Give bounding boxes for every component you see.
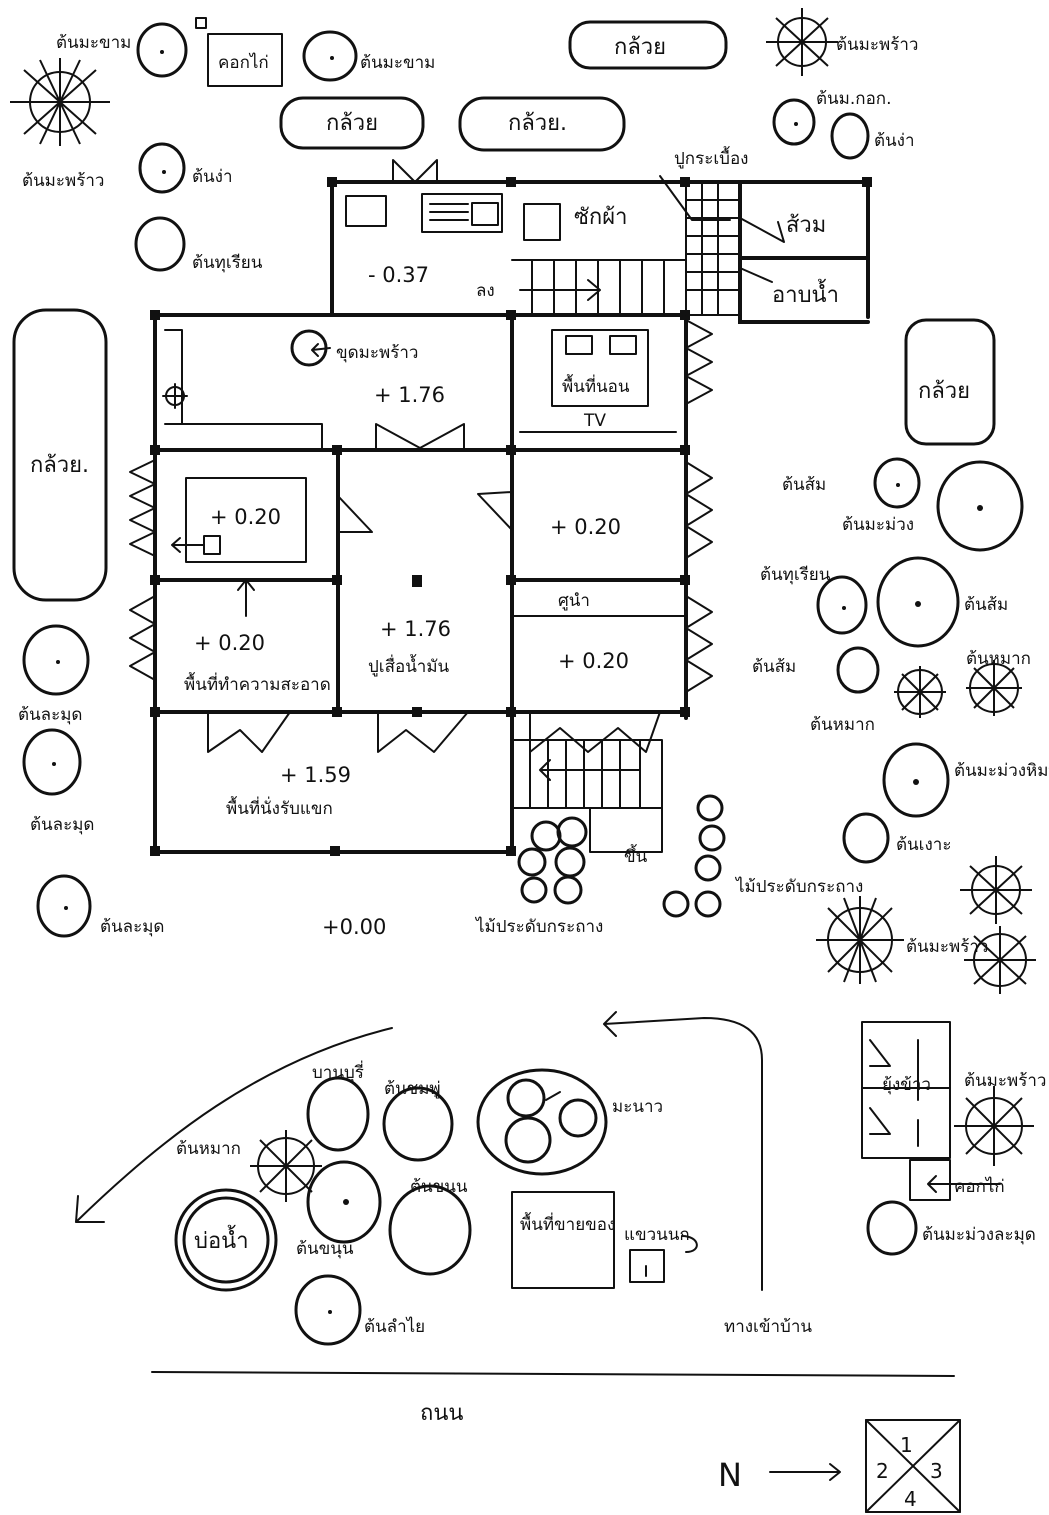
label-front-lvl: + 1.59 — [280, 763, 351, 787]
label-tangerine2: ต้นส้ม — [964, 595, 1008, 615]
label-mango-r: ต้นมะม่วง — [842, 515, 914, 535]
label-bath: อาบน้ำ — [772, 279, 839, 308]
label-entry: ทางเข้าบ้าน — [724, 1317, 812, 1337]
label-center-lvl: + 1.76 — [380, 617, 451, 641]
label-mango-t: ต้นมะขาม — [360, 53, 435, 73]
tile-grid — [685, 181, 741, 316]
label-lvl-room3: + 0.20 — [558, 649, 629, 673]
label-front-area: พื้นที่นั่งรับแขก — [226, 796, 333, 819]
label-betel2: ต้นหมาก — [810, 715, 875, 735]
label-clean-area: พื้นที่ทำความสะอาด — [184, 672, 331, 695]
label-coop-bottom: คอกไก่ — [954, 1176, 1005, 1197]
label-ngaew-l: ต้นง่า — [192, 167, 233, 187]
label-durian-l: ต้นทุเรียน — [192, 253, 263, 273]
label-betel3: ต้นหมาก — [176, 1139, 241, 1159]
label-quadrant-4: 4 — [904, 1487, 917, 1511]
label-ngaw: ต้นเงาะ — [896, 835, 951, 855]
label-coconut-br: ต้นมะพร้าว — [964, 1071, 1046, 1091]
label-down: ลง — [476, 281, 495, 301]
label-tangerine3: ต้นส้ม — [752, 657, 796, 677]
label-laundry: ซักผ้า — [574, 205, 628, 230]
coop-top — [207, 33, 283, 87]
label-banana-tr: กล้วย — [614, 35, 666, 60]
label-bird-feeder: แขวนนก — [624, 1225, 690, 1245]
text-labels: ต้นมะขาม ต้นมะขาม คอกไก่ ต้นมะพร้าว กล้ว… — [18, 33, 1049, 1511]
label-banana-t2: กล้วย. — [508, 111, 567, 136]
label-tv: TV — [583, 411, 606, 431]
label-well: ขุดมะพร้าว — [336, 343, 418, 363]
palm-trees — [10, 8, 1036, 1202]
label-bed: พื้นที่นอน — [562, 374, 630, 397]
label-jackfruit1: ต้นขนุน — [410, 1177, 468, 1197]
label-lvl-room2: + 0.20 — [550, 515, 621, 539]
back-stairs — [511, 259, 686, 316]
label-banana-t1: กล้วย — [326, 111, 378, 136]
bird-feeder-box — [629, 1249, 665, 1283]
label-rose-apple: ต้นชมพู่ — [384, 1079, 441, 1099]
label-toilet: ส้วม — [786, 213, 826, 238]
label-tangerine1: ต้นส้ม — [782, 475, 826, 495]
label-coop-top: คอกไก่ — [218, 52, 269, 73]
road-line — [151, 1371, 955, 1377]
driveway-left-arrow — [75, 1027, 393, 1223]
bed-outline — [551, 329, 649, 407]
label-quadrant-1: 1 — [900, 1433, 913, 1457]
label-center-area: ปูเสื่อน้ำมัน — [368, 654, 450, 677]
house-floor-plan — [129, 159, 872, 856]
sink-box — [421, 193, 503, 233]
label-marian-l: ต้นละมุด — [18, 705, 82, 725]
label-gate: ศูนำ — [558, 591, 590, 611]
label-lvl-hall: + 1.76 — [374, 383, 445, 407]
label-granary: ยุ้งข้าว — [882, 1075, 931, 1095]
trees — [22, 22, 1024, 1346]
front-stairs — [511, 739, 663, 809]
label-banburi: บานบุรี่ — [312, 1060, 364, 1083]
label-coconut-tl: ต้นมะพร้าว — [22, 171, 104, 191]
label-mango-kok: ต้นม.กอก. — [816, 89, 891, 109]
label-durian-r: ต้นทุเรียน. — [760, 565, 836, 585]
label-mango-him: ต้นมะม่วงหิมพานต์ — [954, 761, 1049, 781]
label-banana-l: กล้วย. — [30, 453, 89, 478]
coop-bottom — [909, 1159, 951, 1201]
label-lvl-back: - 0.37 — [368, 263, 429, 287]
label-quadrant-3: 3 — [930, 1459, 943, 1483]
label-betel1: ต้นหมาก — [966, 649, 1031, 669]
granary — [861, 1021, 951, 1159]
label-mango-br: ต้นมะม่วงละมุด — [922, 1225, 1036, 1245]
label-pot-plants: ไม้ประดับกระถาง — [474, 916, 603, 937]
label-longan: ต้นลำไย — [364, 1316, 425, 1337]
sell-area-box — [511, 1191, 615, 1289]
label-quadrant-2: 2 — [876, 1459, 889, 1483]
washer-box — [523, 203, 561, 241]
label-clean-lvl: + 0.20 — [194, 631, 265, 655]
label-sell-area: พื้นที่ขายของ — [520, 1212, 615, 1235]
compass-key — [769, 1419, 961, 1513]
stove-box — [345, 195, 387, 227]
label-marian-l2: ต้นละมุด — [30, 815, 94, 835]
label-coconut-tr: ต้นมะพร้าว — [836, 35, 918, 55]
counter — [164, 329, 323, 451]
label-jackfruit2: ต้นขนุน — [296, 1239, 354, 1259]
label-pond: บ่อน้ำ — [194, 1225, 249, 1254]
sink-window-room — [185, 477, 307, 563]
label-north: N — [718, 1456, 742, 1494]
label-mango-tl: ต้นมะขาม — [56, 33, 131, 53]
label-tile: ปูกระเบื้อง — [674, 146, 748, 169]
north-arrow — [769, 1463, 841, 1481]
label-lime: มะนาว — [612, 1097, 663, 1117]
label-road: ถนน — [420, 1401, 463, 1426]
label-ngaew-r: ต้นง่า — [874, 131, 915, 151]
driveway-right-arrow — [603, 1011, 763, 1291]
label-coconut-r: ต้นมะพร้าว — [906, 937, 988, 957]
banana-clumps — [12, 20, 996, 602]
label-marian-l3: ต้นละมุด — [100, 917, 164, 937]
label-banana-r: กล้วย — [918, 379, 970, 404]
label-ground: +0.00 — [322, 915, 386, 939]
label-pot-plants2: ไม้ประดับกระถาง — [734, 876, 863, 897]
label-lvl-room1: + 0.20 — [210, 505, 281, 529]
label-up: ขึ้น — [624, 844, 648, 867]
